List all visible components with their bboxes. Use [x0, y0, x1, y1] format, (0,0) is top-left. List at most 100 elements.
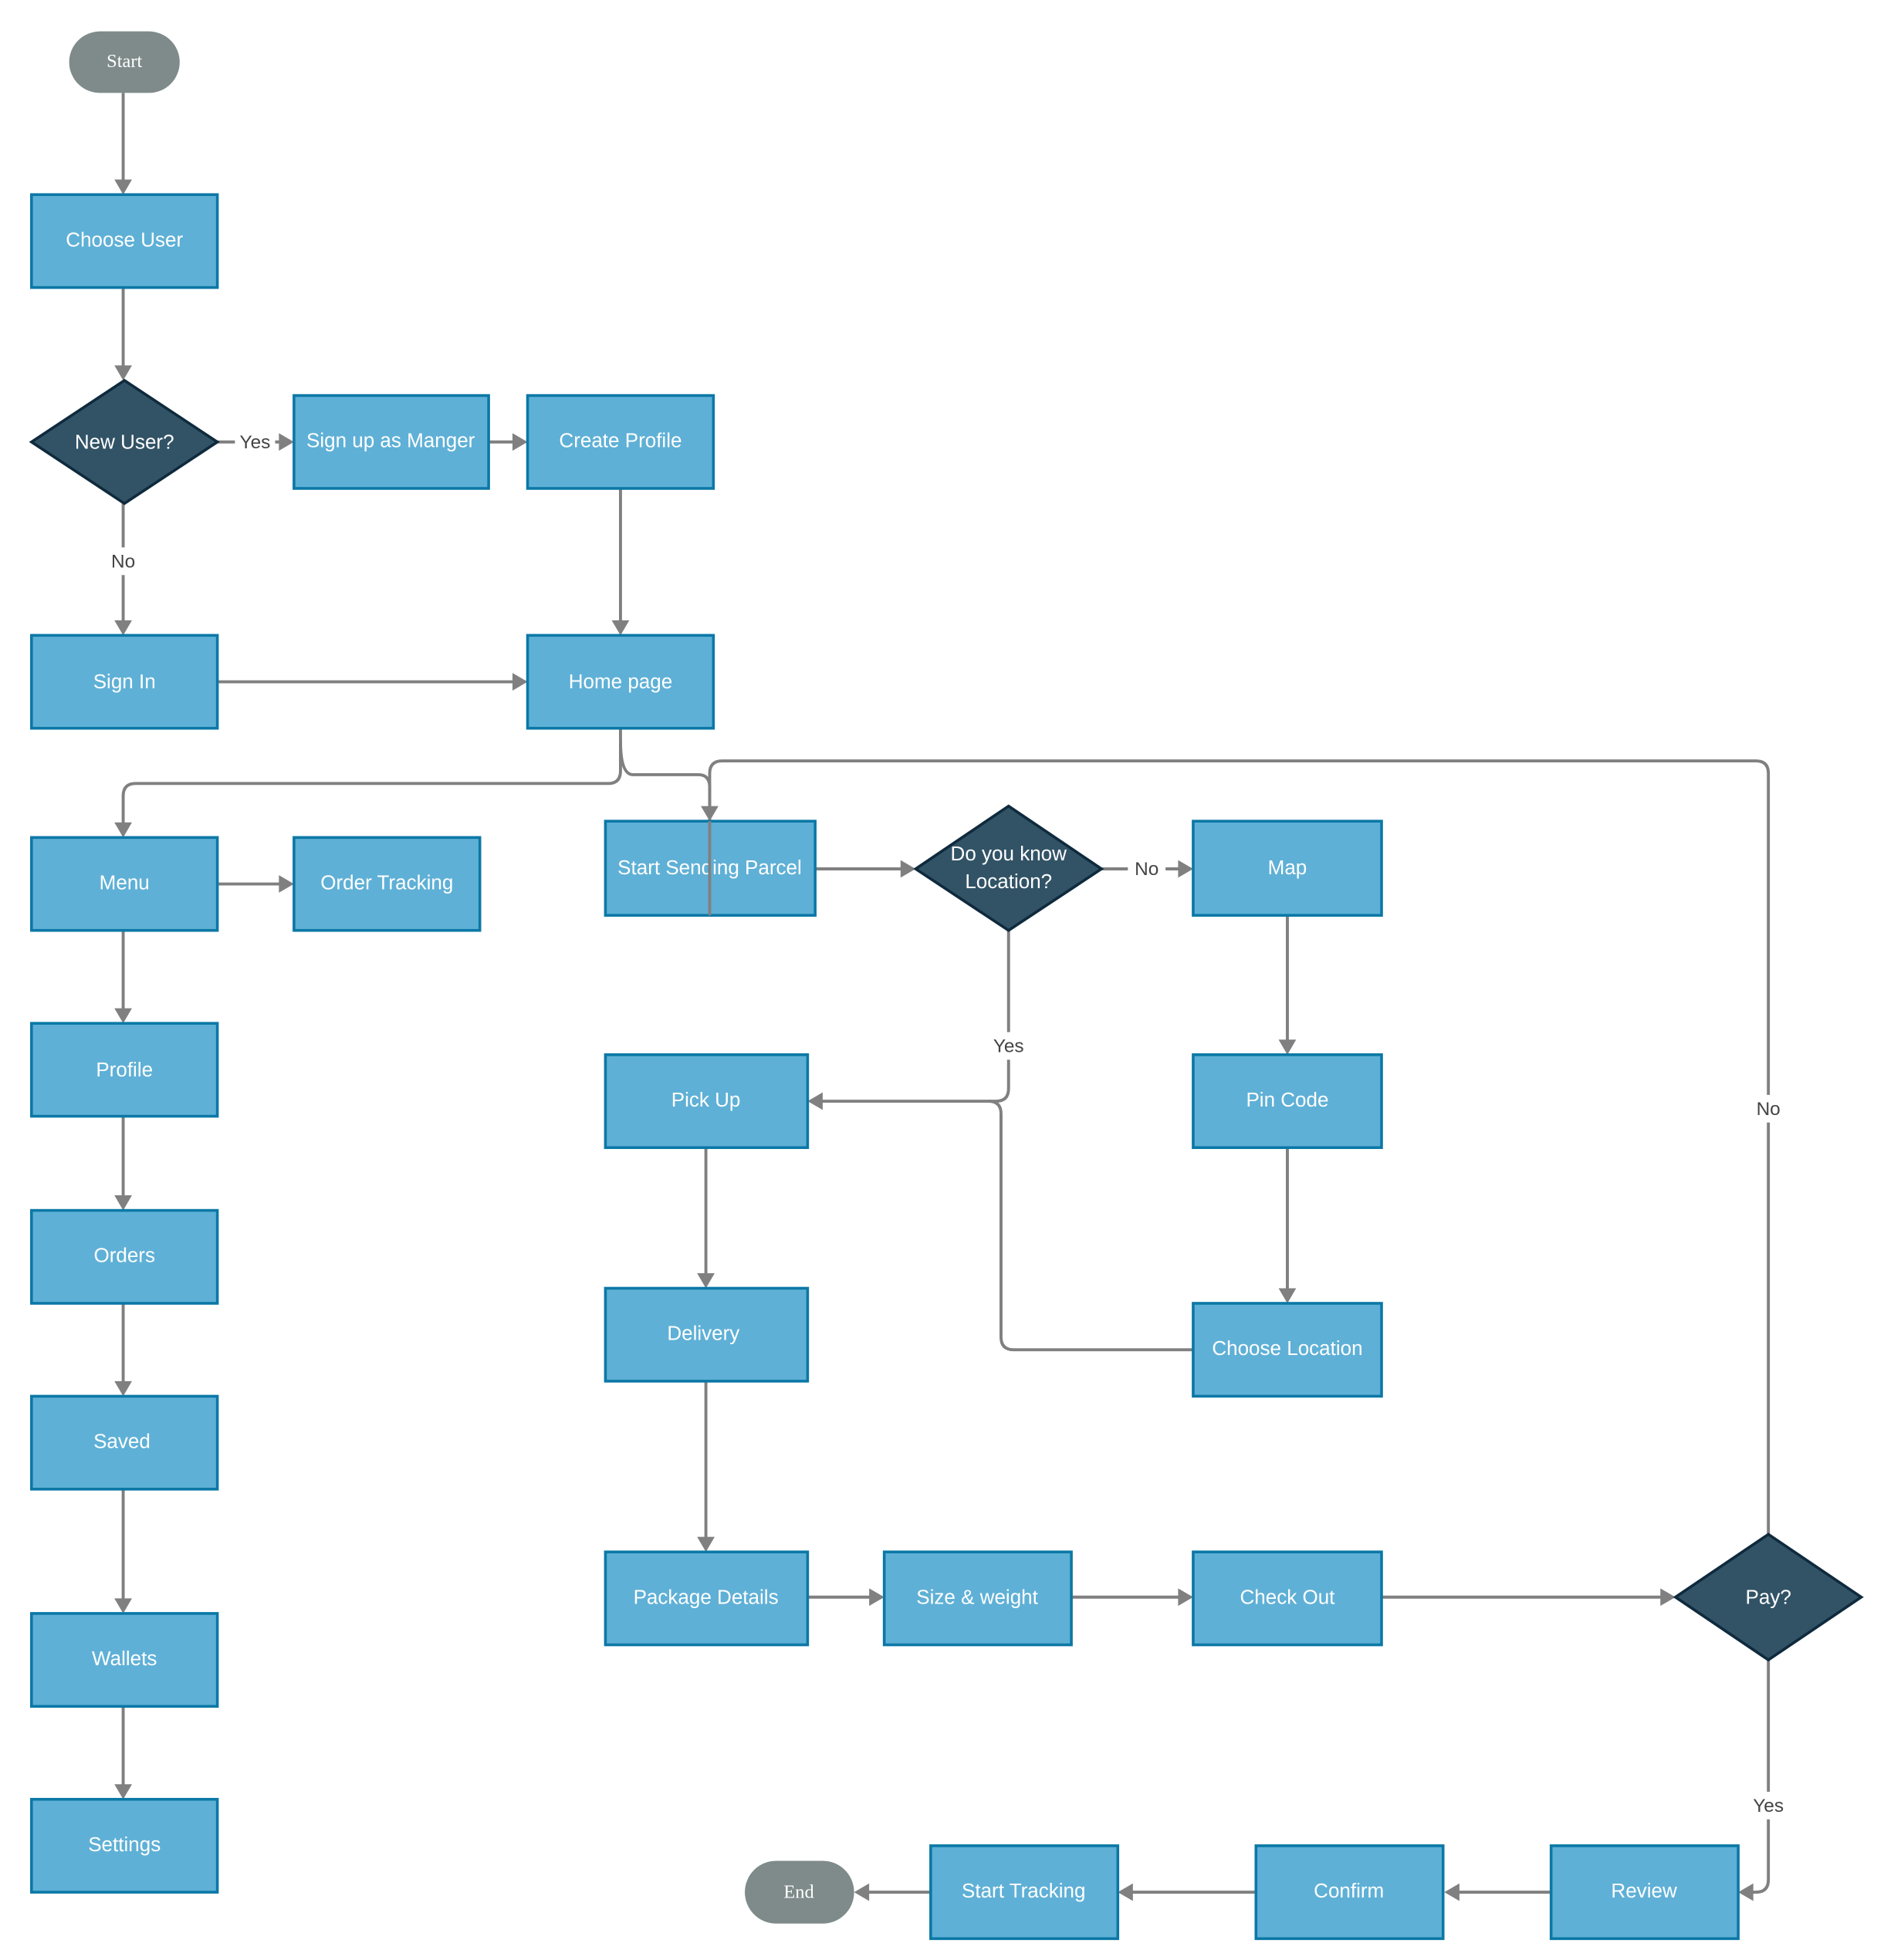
arrowhead — [1178, 1588, 1193, 1607]
arrowhead — [1278, 1039, 1297, 1055]
node-check-out[interactable]: Check Out — [1192, 1550, 1383, 1647]
node-delivery[interactable]: Delivery — [604, 1286, 810, 1383]
node-label: Sign In — [93, 670, 156, 693]
edge-label-yes: Yes — [993, 1036, 1024, 1057]
node-start-tracking[interactable]: Start Tracking — [929, 1844, 1120, 1941]
arrowhead — [114, 1784, 132, 1799]
node-pick-up[interactable]: Pick Up — [604, 1053, 810, 1150]
node-label: Order Tracking — [320, 870, 453, 894]
node-order-tracking[interactable]: Order Tracking — [293, 836, 482, 932]
node-orders[interactable]: Orders — [30, 1208, 219, 1305]
node-start[interactable]: Start — [69, 31, 180, 93]
node-label: Saved — [93, 1429, 151, 1452]
edge-label-yes: Yes — [240, 432, 271, 453]
arrowhead — [512, 673, 528, 691]
node-choose-user[interactable]: Choose User — [30, 193, 219, 289]
node-label: Create Profile — [559, 429, 682, 452]
arrowhead — [114, 620, 132, 636]
node-label: Location? — [965, 870, 1052, 893]
arrowhead — [900, 860, 916, 878]
node-label: Home page — [569, 670, 673, 693]
arrowhead — [807, 1092, 823, 1110]
node-label: Review — [1611, 1879, 1677, 1902]
edge-choose-location-pickup — [988, 1100, 1193, 1352]
node-map[interactable]: Map — [1192, 819, 1383, 917]
arrowhead — [114, 1008, 132, 1024]
arrowhead — [611, 620, 630, 636]
node-review[interactable]: Review — [1549, 1844, 1740, 1941]
node-confirm[interactable]: Confirm — [1254, 1844, 1445, 1941]
arrowhead — [1444, 1883, 1460, 1901]
arrowhead — [279, 433, 294, 451]
node-wallets[interactable]: Wallets — [30, 1612, 219, 1708]
node-end[interactable]: End — [745, 1860, 854, 1924]
arrowhead — [114, 1380, 132, 1397]
node-know-location-decision[interactable]: Do you know Location? — [913, 804, 1104, 932]
node-package-details[interactable]: Package Details — [604, 1550, 810, 1647]
node-saved[interactable]: Saved — [30, 1394, 219, 1491]
edge-pay-yes-review — [1748, 1660, 1771, 1894]
node-label: Settings — [88, 1833, 161, 1856]
arrowhead — [869, 1588, 884, 1607]
node-size-weight[interactable]: Size & weight — [882, 1550, 1073, 1647]
node-start-sending-parcel[interactable]: Start Sending Parcel — [604, 819, 817, 917]
edge-label-yes: Yes — [1753, 1796, 1784, 1816]
node-label: Choose User — [66, 228, 183, 251]
node-settings[interactable]: Settings — [30, 1797, 219, 1894]
connectors: Yes No No — [105, 93, 1789, 1901]
node-create-profile[interactable]: Create Profile — [526, 394, 715, 490]
arrowhead — [1178, 860, 1193, 878]
arrowhead — [114, 1195, 132, 1211]
node-pay-decision[interactable]: Pay? — [1673, 1533, 1864, 1662]
node-new-user-decision[interactable]: New User? — [29, 378, 220, 505]
node-sign-in[interactable]: Sign In — [30, 634, 219, 730]
node-label: Profile — [96, 1058, 153, 1081]
node-label: Pick Up — [671, 1088, 741, 1111]
arrowhead — [114, 1598, 132, 1614]
node-home-page[interactable]: Home page — [526, 634, 715, 730]
node-label: Start — [107, 51, 142, 72]
arrowhead — [114, 822, 132, 838]
node-label: Delivery — [667, 1322, 739, 1345]
node-profile[interactable]: Profile — [30, 1022, 219, 1118]
node-label: New User? — [75, 430, 174, 453]
edge-home-menu — [121, 728, 622, 826]
node-label: Menu — [100, 870, 150, 894]
edge-label-no: No — [111, 551, 135, 572]
arrowhead — [697, 1536, 715, 1553]
node-menu[interactable]: Menu — [30, 836, 219, 932]
arrowhead — [1118, 1883, 1133, 1901]
node-label: Orders — [93, 1244, 155, 1267]
edge-label-no: No — [1135, 859, 1158, 880]
node-label: Do you know — [951, 842, 1067, 865]
arrowhead — [1738, 1883, 1754, 1901]
edge-location-yes-pickup — [817, 930, 1010, 1103]
node-pin-code[interactable]: Pin Code — [1192, 1053, 1383, 1150]
node-label: Pin Code — [1246, 1088, 1328, 1111]
node-choose-location[interactable]: Choose Location — [1192, 1302, 1383, 1398]
arrowhead — [114, 179, 132, 195]
node-label: Confirm — [1314, 1879, 1384, 1902]
node-sign-up[interactable]: Sign up as Manger — [293, 394, 490, 490]
node-label: Package Details — [634, 1585, 779, 1608]
arrowhead — [1278, 1288, 1297, 1303]
node-label: Pay? — [1746, 1585, 1791, 1608]
edge-pay-no-loop — [708, 759, 1771, 1535]
nodes: Start Choose User New User? Sign up as M… — [29, 31, 1864, 1941]
arrowhead — [854, 1883, 870, 1901]
node-label: Wallets — [92, 1647, 157, 1670]
node-label: Start Tracking — [962, 1879, 1086, 1902]
arrowhead — [512, 433, 528, 451]
node-label: End — [783, 1881, 813, 1902]
arrowhead — [697, 1272, 715, 1289]
arrowhead — [114, 365, 132, 381]
node-label: Choose Location — [1212, 1337, 1362, 1360]
node-label: Sign up as Manger — [306, 429, 475, 452]
arrowhead — [279, 875, 294, 893]
edge-home-start-sending — [618, 741, 712, 810]
arrowhead — [1660, 1588, 1676, 1607]
node-label: Map — [1268, 856, 1307, 879]
node-label: Size & weight — [916, 1585, 1038, 1608]
edge-label-no: No — [1757, 1099, 1781, 1120]
